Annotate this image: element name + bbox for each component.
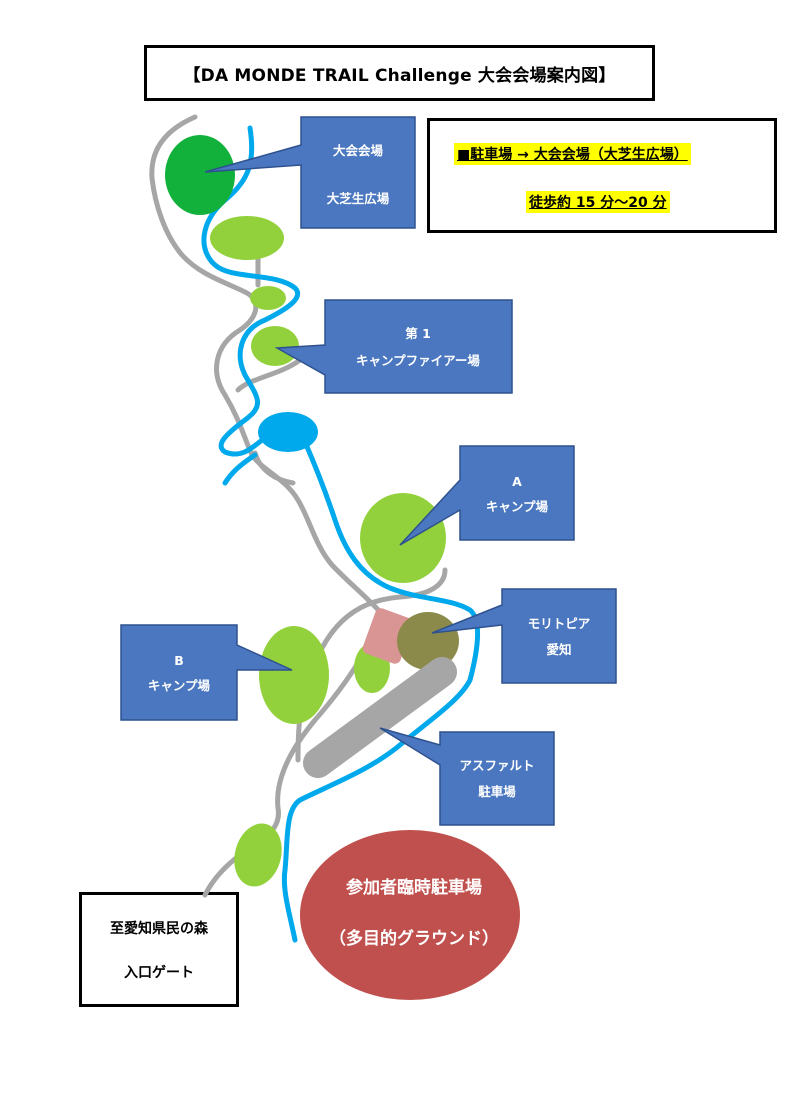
pond bbox=[258, 412, 318, 452]
walking-time-text: 徒歩約 15 分～20 分 bbox=[526, 191, 670, 213]
camp-a-area bbox=[360, 493, 446, 583]
lawn-area-2 bbox=[250, 286, 286, 310]
entrance-gate-box: 至愛知県民の森 入口ゲート bbox=[79, 892, 239, 1007]
walking-info-box: ■駐車場 → 大会会場（大芝生広場） 徒歩約 15 分～20 分 bbox=[427, 118, 777, 233]
asphalt-parking-lot bbox=[303, 657, 457, 778]
loop-road bbox=[319, 567, 448, 651]
callout-venue-line2: 大芝生広場 bbox=[327, 191, 390, 206]
callout-asphalt-line1: アスファルト bbox=[459, 758, 534, 773]
callout-camp-b: B キャンプ場 bbox=[120, 624, 293, 721]
branch-road-3 bbox=[252, 450, 296, 486]
callout-asphalt: アスファルト 駐車場 bbox=[379, 727, 555, 826]
callout-campfire-line1: 第 1 bbox=[405, 326, 431, 341]
callout-venue-line1: 大会会場 bbox=[333, 143, 384, 158]
venue-lawn-area bbox=[165, 135, 235, 215]
callout-camp-b-line1: B bbox=[174, 653, 184, 668]
campfire-area bbox=[251, 326, 299, 366]
parking-label-line2: （多目的グラウンド） bbox=[329, 928, 499, 949]
callout-asphalt-line2: 駐車場 bbox=[478, 784, 516, 799]
lawn-area-1 bbox=[210, 216, 284, 260]
callout-campfire-line2: キャンプファイアー場 bbox=[356, 353, 480, 368]
callout-campfire: 第 1 キャンプファイアー場 bbox=[274, 299, 513, 394]
lawn-area-4 bbox=[234, 823, 282, 887]
gate-direction-label: 至愛知県民の森 bbox=[110, 920, 208, 937]
route-info-text: ■駐車場 → 大会会場（大芝生広場） bbox=[454, 143, 691, 165]
gate-name-label: 入口ゲート bbox=[124, 964, 194, 981]
parking-label-line1: 参加者臨時駐車場 bbox=[346, 877, 482, 898]
callout-moritopia: モリトピア 愛知 bbox=[431, 588, 617, 684]
callout-moritopia-line1: モリトピア bbox=[528, 616, 591, 631]
moritopia-building bbox=[397, 612, 459, 670]
branch-road-2 bbox=[235, 357, 303, 393]
callout-moritopia-line2: 愛知 bbox=[546, 642, 571, 657]
map-title: 【DA MONDE TRAIL Challenge 大会会場案内図】 bbox=[183, 65, 616, 86]
temporary-parking-area bbox=[300, 830, 520, 1000]
callout-camp-a-line1: A bbox=[512, 474, 522, 489]
camp-b-area bbox=[259, 626, 329, 724]
callout-camp-a-line2: キャンプ場 bbox=[486, 499, 549, 514]
callout-camp-a: A キャンプ場 bbox=[399, 445, 575, 546]
callout-venue: 大会会場 大芝生広場 bbox=[204, 116, 416, 229]
callout-camp-b-line2: キャンプ場 bbox=[148, 678, 211, 693]
map-title-box: 【DA MONDE TRAIL Challenge 大会会場案内図】 bbox=[144, 45, 655, 101]
